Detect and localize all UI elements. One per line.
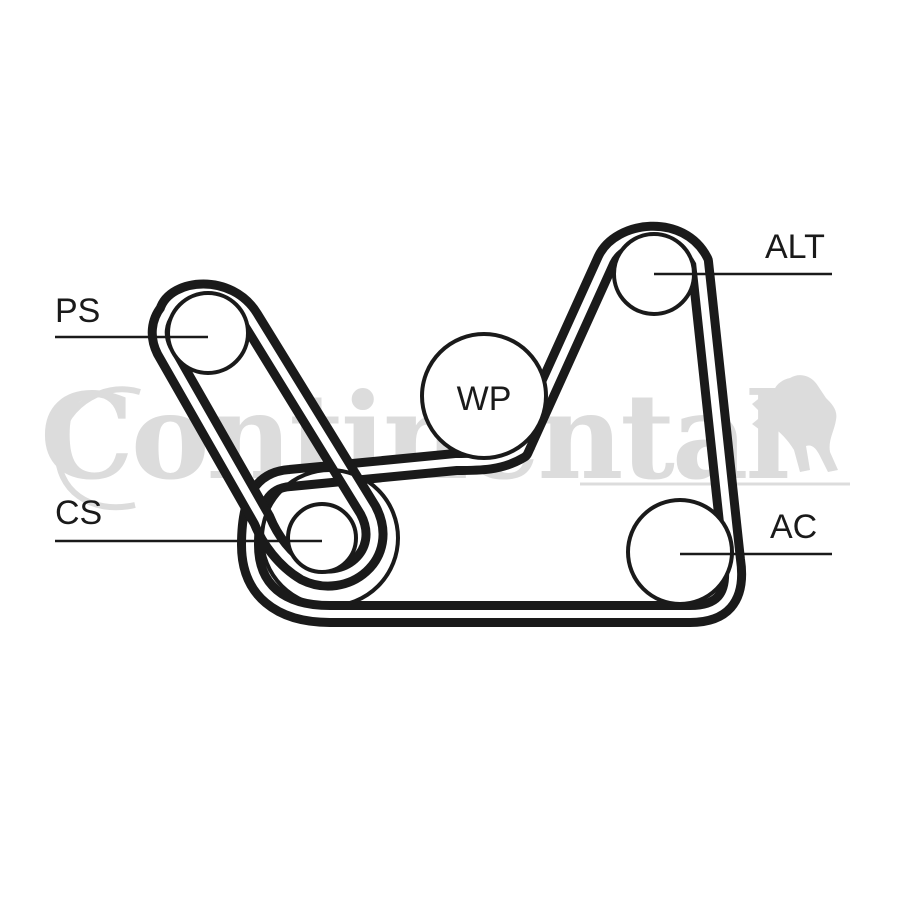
watermark-swoosh (54, 386, 141, 511)
label-alt-group: ALT (654, 228, 832, 276)
label-cs: CS (55, 494, 102, 532)
label-ps-group: PS (55, 292, 208, 339)
label-ac: AC (770, 508, 817, 546)
label-ac-group: AC (680, 508, 832, 556)
pulley-ps (166, 291, 250, 375)
main-belt (237, 221, 747, 627)
label-alt: ALT (765, 228, 825, 266)
label-ps: PS (55, 292, 100, 330)
pulley-ac (626, 498, 734, 606)
watermark: Continental (40, 367, 850, 511)
pulley-wp: WP (420, 332, 548, 460)
label-cs-group: CS (55, 494, 322, 543)
pulley-cs (260, 468, 400, 608)
main-belt-inner (246, 230, 738, 618)
pulley-wp-label: WP (457, 380, 512, 418)
horse-icon (752, 375, 838, 472)
